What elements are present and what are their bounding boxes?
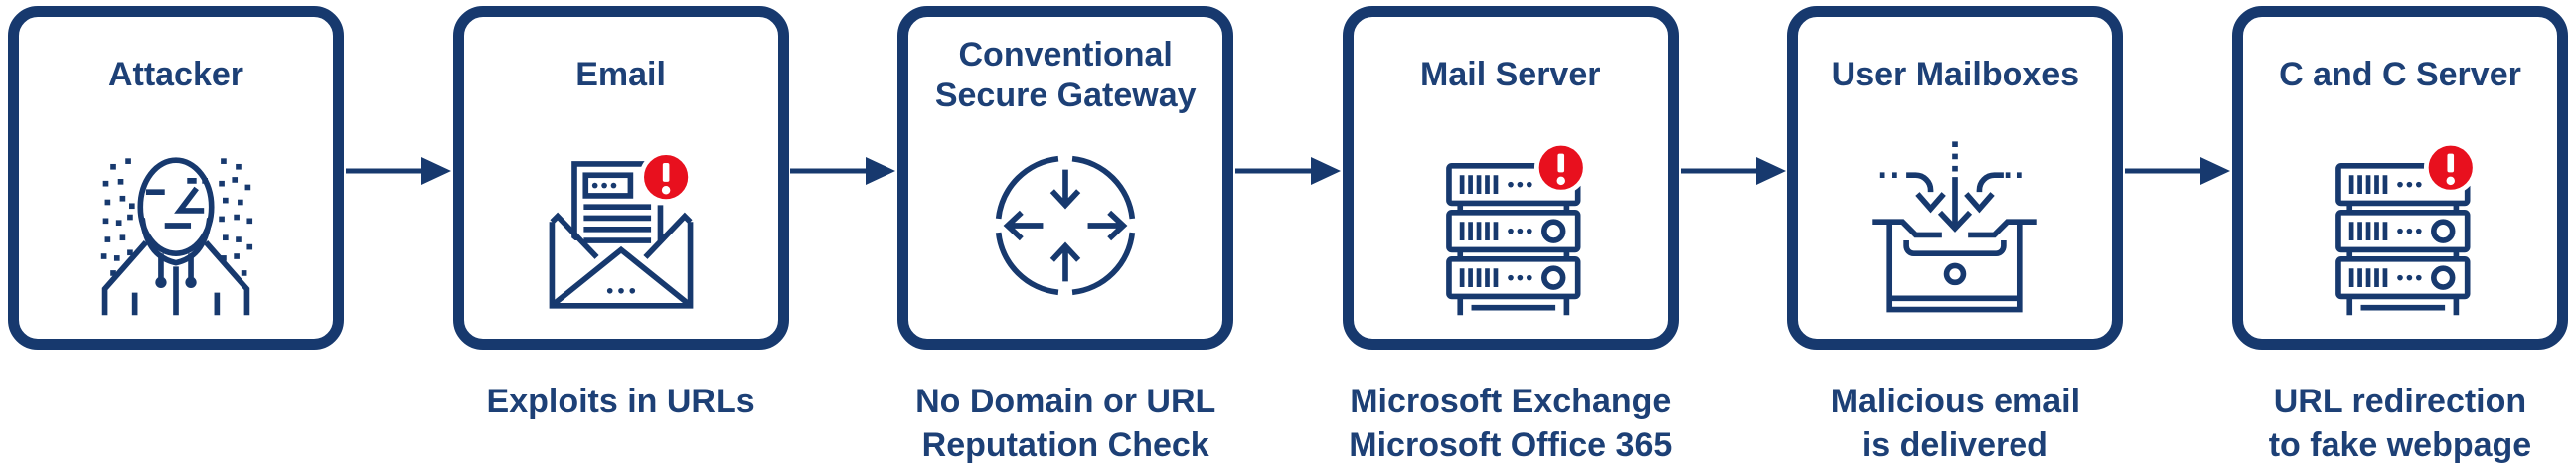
node-caption <box>8 380 344 469</box>
attacker-icon <box>100 157 253 316</box>
node-caption: URL redirection to fake webpage <box>2268 383 2532 465</box>
flow-connector <box>1233 6 1343 350</box>
alert-badge-icon <box>638 150 693 204</box>
node-title: C and C Server <box>2279 56 2521 94</box>
flow-connector <box>344 6 453 350</box>
icon-area <box>1798 120 2112 339</box>
node-box: Conventional Secure Gateway <box>897 6 1234 350</box>
node-box: C and C Server <box>2231 6 2568 350</box>
flow-node-attacker: Attacker <box>8 6 344 469</box>
node-title: Mail Server <box>1420 56 1601 94</box>
node-box: User Mailboxes <box>1787 6 2124 350</box>
flow-arrow-icon <box>2125 157 2231 185</box>
user-mailboxes-icon <box>1872 141 2038 313</box>
node-caption: No Domain or URL Reputation Check <box>915 383 1216 465</box>
mail-server-alert-icon <box>1445 140 1588 316</box>
email-alert-icon <box>549 150 693 309</box>
alert-badge-icon <box>2423 140 2478 195</box>
flow-node-cc-server: C and C Server <box>2231 6 2568 469</box>
icon-area <box>19 120 333 339</box>
node-title: Attacker <box>107 56 244 94</box>
flow-node-user-mailboxes: User Mailboxes Malicious email is deli <box>1787 6 2124 469</box>
cc-server-alert-icon <box>2335 140 2478 316</box>
node-box: Email <box>452 6 789 350</box>
icon-area <box>908 120 1222 339</box>
flow-arrow-icon <box>1234 157 1341 185</box>
node-title: User Mailboxes <box>1831 56 2080 94</box>
secure-gateway-icon <box>996 155 1136 296</box>
node-box: Attacker <box>8 6 344 350</box>
flow-connector <box>2123 6 2232 350</box>
flow-node-secure-gateway: Conventional Secure Gateway No Domain or… <box>897 6 1234 469</box>
node-title: Email <box>575 56 666 94</box>
node-title: Conventional Secure Gateway <box>934 35 1197 114</box>
node-caption: Malicious email is delivered <box>1830 383 2081 465</box>
flow-connector <box>1679 6 1788 350</box>
flow-node-mail-server: Mail Server <box>1342 6 1679 469</box>
flow-arrow-icon <box>345 157 451 185</box>
flow-connector <box>789 6 898 350</box>
node-caption: Microsoft Exchange Microsoft Office 365 <box>1349 383 1673 465</box>
flow-arrow-icon <box>1680 157 1786 185</box>
node-caption: Exploits in URLs <box>486 383 755 420</box>
icon-area <box>464 120 778 339</box>
flow-arrow-icon <box>790 157 896 185</box>
icon-area <box>2243 120 2557 339</box>
icon-area <box>1354 120 1668 339</box>
alert-badge-icon <box>1533 140 1588 195</box>
flow-node-email: Email Expl <box>452 6 789 469</box>
node-box: Mail Server <box>1342 6 1679 350</box>
